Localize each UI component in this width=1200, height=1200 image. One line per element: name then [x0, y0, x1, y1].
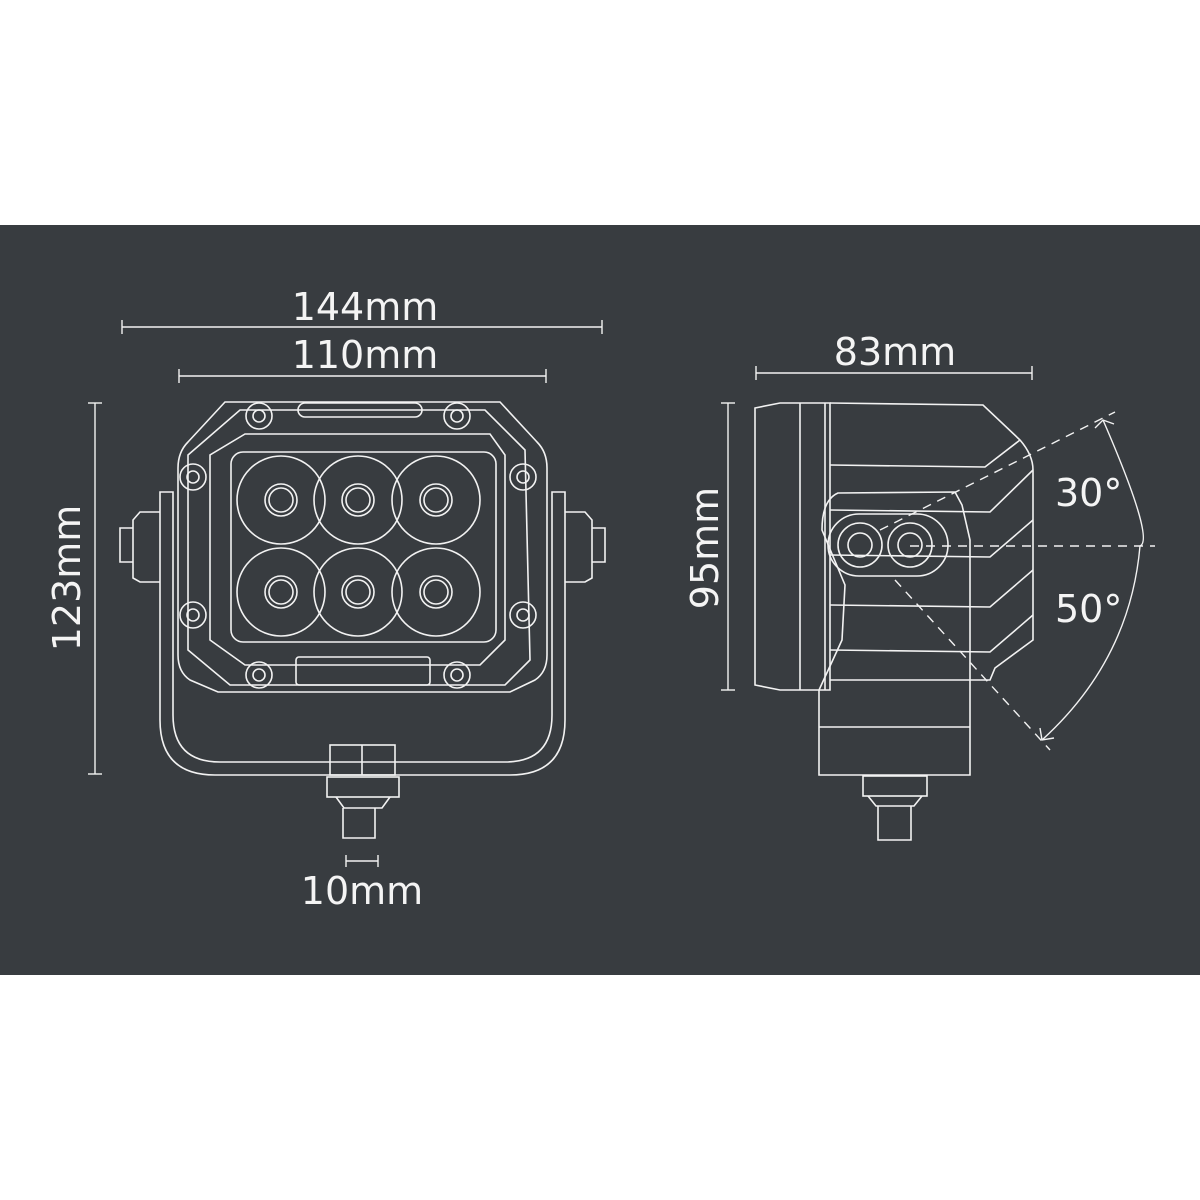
side-connector	[862, 775, 928, 841]
side-mount	[818, 491, 971, 776]
side-housing-front	[754, 402, 831, 691]
housing-width-label: 110mm	[292, 333, 439, 377]
lens-frame	[209, 433, 506, 666]
side-knob-left	[119, 511, 160, 583]
arc-arrow-top	[1094, 419, 1115, 429]
side-knob-right	[565, 511, 606, 583]
tilt-arc	[1041, 419, 1145, 741]
dimension-line-10	[345, 855, 379, 867]
side-heatsink	[829, 402, 1034, 681]
dimension-line-83	[755, 366, 1033, 380]
dimension-line-144	[121, 320, 603, 334]
pivot-slot	[827, 513, 949, 577]
down-tilt-line	[894, 579, 1051, 751]
side-view: 83mm 95mm	[683, 330, 1155, 841]
housing-outer	[177, 401, 548, 693]
led-lenses	[236, 455, 481, 637]
depth-label: 83mm	[834, 330, 956, 374]
bottom-slot	[295, 656, 431, 686]
dimension-line-110	[178, 369, 547, 383]
thread-diameter-label: 10mm	[301, 869, 423, 913]
up-tilt-line	[879, 411, 1116, 531]
drawing-panel	[0, 225, 1200, 975]
mounting-bracket	[159, 491, 566, 776]
overall-width-label: 144mm	[292, 285, 439, 329]
heatsink-fins	[829, 439, 1034, 653]
bottom-connector	[326, 744, 400, 839]
overall-height-label: 123mm	[45, 505, 89, 652]
lens-panel	[230, 451, 497, 643]
housing-inner	[187, 409, 531, 686]
screws	[179, 402, 537, 689]
down-angle-label: 50°	[1055, 587, 1122, 631]
dimension-line-123	[88, 402, 102, 775]
dimension-line-95	[721, 402, 735, 691]
up-angle-label: 30°	[1055, 471, 1122, 515]
front-view: 144mm 110mm 123mm	[45, 285, 606, 913]
housing-height-label: 95mm	[683, 487, 727, 609]
arc-arrow-bottom	[1039, 727, 1055, 741]
pivot-bolts	[837, 522, 933, 568]
top-slot	[297, 402, 423, 418]
